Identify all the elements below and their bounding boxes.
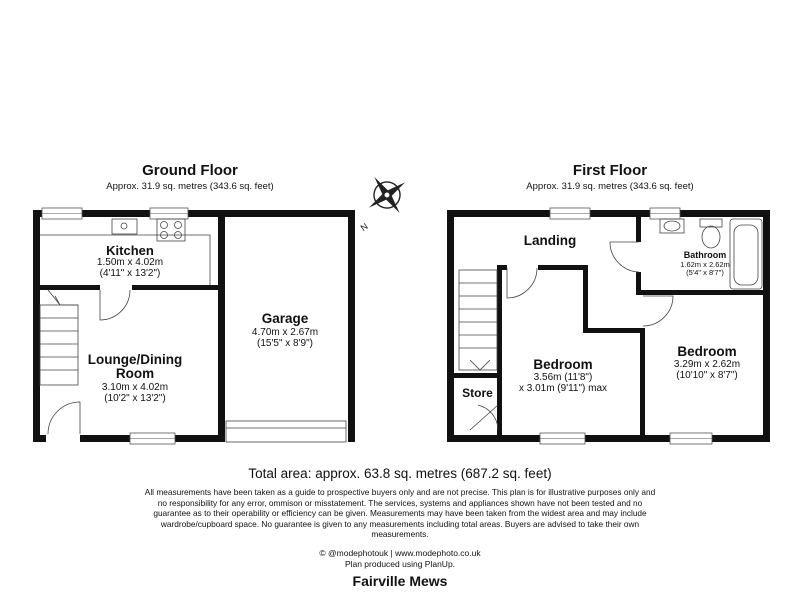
first-floor-title: First Floor	[572, 162, 648, 179]
ff-wall-top	[447, 210, 770, 217]
bathroom-wall-left-bottom	[636, 272, 641, 294]
lounge-label-2: Room	[115, 366, 155, 381]
lounge-dim-ft: (10'2" x 13'2")	[104, 393, 166, 404]
bedroom1-dim-1: 3.56m (11'8")	[533, 372, 593, 383]
first-floor-area: Approx. 31.9 sq. metres (343.6 sq. feet)	[526, 181, 694, 192]
gf-wall-bottom	[33, 435, 223, 442]
bathroom-dim-ft: (5'4" x 8'7")	[686, 268, 724, 277]
ff-wall-bottom	[447, 435, 770, 442]
lounge-label-1: Lounge/Dining	[87, 352, 183, 367]
kitchen-counter	[40, 218, 211, 285]
compass-icon	[368, 176, 406, 214]
credit-line-2: Plan produced using PlanUp.	[344, 559, 456, 569]
property-name: Fairville Mews	[352, 573, 448, 589]
gf-wall-left	[33, 210, 40, 442]
gf-front-door-gap	[46, 434, 80, 443]
bedroom1-wall-top-mid	[538, 265, 588, 270]
gf-wall-top	[33, 210, 223, 217]
bedroom1-wall-left	[497, 265, 502, 435]
first-floor-plan	[447, 207, 770, 445]
gf-partition-left	[33, 285, 100, 290]
bathroom-door	[609, 241, 640, 273]
bedroom1-wall-step-v	[583, 265, 588, 333]
bedroom2-label: Bedroom	[677, 344, 737, 359]
kitchen-label: Kitchen	[106, 243, 154, 258]
bedroom2-wall	[640, 328, 645, 442]
bathroom-dim-m: 1.62m x 2.62m	[680, 260, 730, 269]
bathroom-wall-left-top	[636, 210, 641, 242]
credit-line-1: © @modephotouk | www.modephoto.co.uk	[319, 548, 481, 558]
kitchen-door	[99, 289, 131, 321]
garage-wall-right	[348, 210, 355, 442]
bedroom1-wall-step-h	[583, 328, 645, 333]
bedroom1-label: Bedroom	[533, 357, 593, 372]
bedroom2-door	[642, 295, 674, 327]
bathroom-label: Bathroom	[683, 250, 727, 260]
total-area: Total area: approx. 63.8 sq. metres (687…	[248, 466, 552, 481]
ground-floor-plan	[33, 207, 355, 445]
store-wall-top	[454, 373, 502, 378]
bathroom-fixtures	[659, 218, 763, 290]
gf-front-door	[47, 401, 81, 435]
ground-floor-title: Ground Floor	[142, 162, 238, 179]
ff-wall-right	[763, 210, 770, 442]
ff-wall-left	[447, 210, 454, 442]
kitchen-dim-m: 1.50m x 4.02m	[96, 257, 164, 268]
garage-wall-top	[218, 210, 355, 217]
garage-dim-ft: (15'5" x 8'9")	[257, 338, 313, 349]
garage-label: Garage	[261, 311, 309, 326]
store-label: Store	[462, 386, 493, 400]
ff-stairs	[458, 269, 498, 371]
gf-stairs	[39, 289, 79, 386]
garage-door	[225, 420, 347, 443]
lounge-dim-m: 3.10m x 4.02m	[101, 382, 169, 393]
bathroom-wall-bottom	[636, 290, 770, 295]
store-door	[469, 404, 499, 431]
gf-partition-right	[132, 285, 222, 290]
landing-label: Landing	[523, 233, 577, 248]
bedroom1-door	[506, 267, 538, 299]
kitchen-dim-ft: (4'11" x 13'2")	[99, 268, 161, 279]
bedroom2-dim-ft: (10'10" x 8'7")	[676, 370, 738, 381]
ground-floor-area: Approx. 31.9 sq. metres (343.6 sq. feet)	[106, 181, 274, 192]
bedroom1-dim-2: x 3.01m (9'11") max	[518, 383, 608, 394]
garage-dim-m: 4.70m x 2.67m	[251, 327, 319, 338]
disclaimer-text: All measurements have been taken as a gu…	[144, 487, 656, 540]
bedroom2-dim-m: 3.29m x 2.62m	[673, 359, 741, 370]
gf-wall-middle	[218, 210, 225, 442]
garage-wall-bottom-right	[348, 435, 355, 442]
